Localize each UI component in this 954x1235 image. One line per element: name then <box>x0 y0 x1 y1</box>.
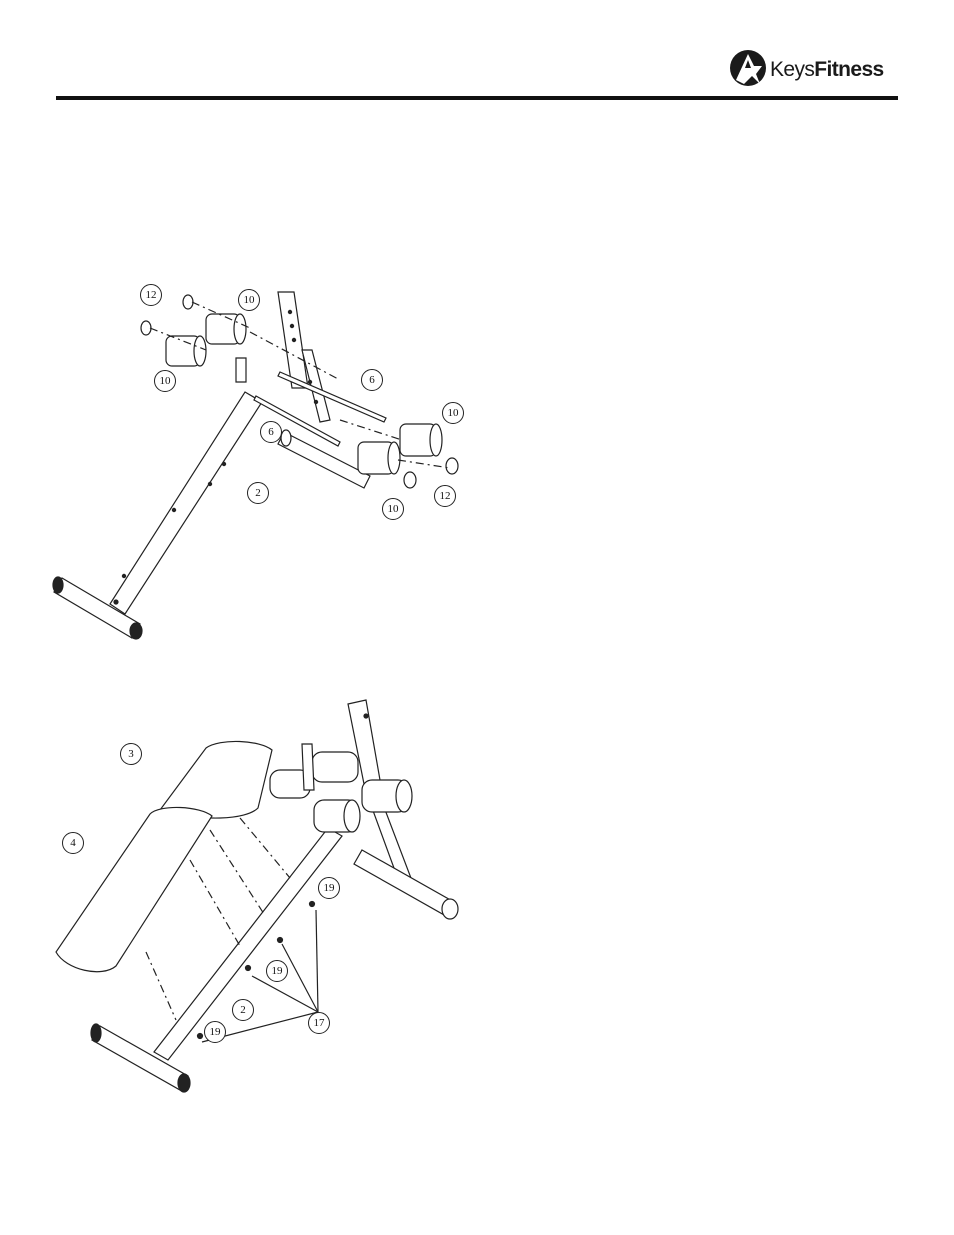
callout-2: 2 <box>247 482 269 504</box>
brand-fitness: Fitness <box>814 58 883 81</box>
assembly-diagram-step-2 <box>50 690 480 1110</box>
brand-name: KeysFitness <box>770 58 884 82</box>
callout-19: 19 <box>318 877 340 899</box>
foot-cap-left <box>53 577 63 593</box>
callout-12: 12 <box>140 284 162 306</box>
runner-logo-icon <box>728 44 768 94</box>
callout-12: 12 <box>434 485 456 507</box>
callout-10: 10 <box>154 370 176 392</box>
callout-6: 6 <box>260 421 282 443</box>
callout-19: 19 <box>204 1021 226 1043</box>
keysfitness-logo: KeysFitness <box>728 44 900 94</box>
main-rail <box>110 392 262 614</box>
callout-10: 10 <box>382 498 404 520</box>
callout-10: 10 <box>238 289 260 311</box>
foot-cap-right <box>130 623 142 639</box>
header-rule <box>56 96 898 100</box>
callout-19: 19 <box>266 960 288 982</box>
assembly-diagram-step-1 <box>40 270 480 650</box>
roller-pad <box>270 752 412 832</box>
seat-pad <box>56 807 212 971</box>
callout-3: 3 <box>120 743 142 765</box>
lower-tube <box>278 432 370 488</box>
callout-10: 10 <box>442 402 464 424</box>
callout-4: 4 <box>62 832 84 854</box>
callout-17: 17 <box>308 1012 330 1034</box>
back-pad <box>160 741 272 818</box>
callout-2: 2 <box>232 999 254 1021</box>
callout-6: 6 <box>361 369 383 391</box>
page-header: KeysFitness <box>0 0 954 110</box>
brand-keys: Keys <box>770 58 814 81</box>
handle <box>236 358 246 382</box>
handle <box>302 744 314 790</box>
